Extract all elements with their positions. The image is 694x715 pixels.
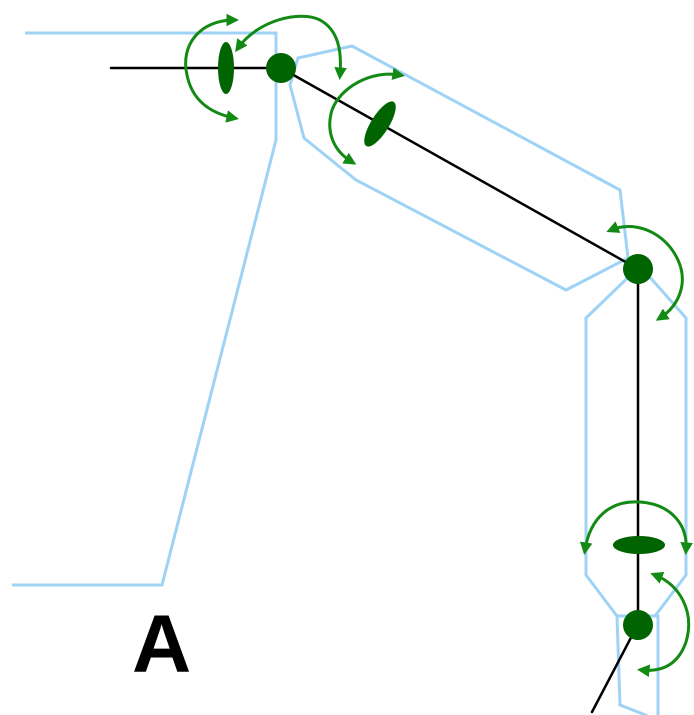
torso-outline [12,31,278,587]
hand-line [590,626,638,714]
forearm-axis-ellipse [613,536,665,554]
shoulder-girdle-rotation-arrow [184,13,240,123]
forearm-outline [584,263,688,618]
shoulder-flexion-rotation-arrow [235,14,347,81]
wrist-rotation-arrow [636,571,691,678]
humerus-axis-ellipse [364,101,396,147]
forearm-axial-rotation-arrow [579,500,693,556]
figure-label: A [132,599,191,690]
shoulder-girdle-axis-ellipse [218,42,234,94]
shoulder-joint [266,53,296,83]
wrist-joint [623,610,653,640]
elbow-joint [623,254,653,284]
upper-arm-outline [288,44,630,292]
humerus-axial-rotation-arrow [328,67,405,165]
elbow-flexion-rotation-arrow [606,221,684,321]
humerus-line [279,66,640,271]
